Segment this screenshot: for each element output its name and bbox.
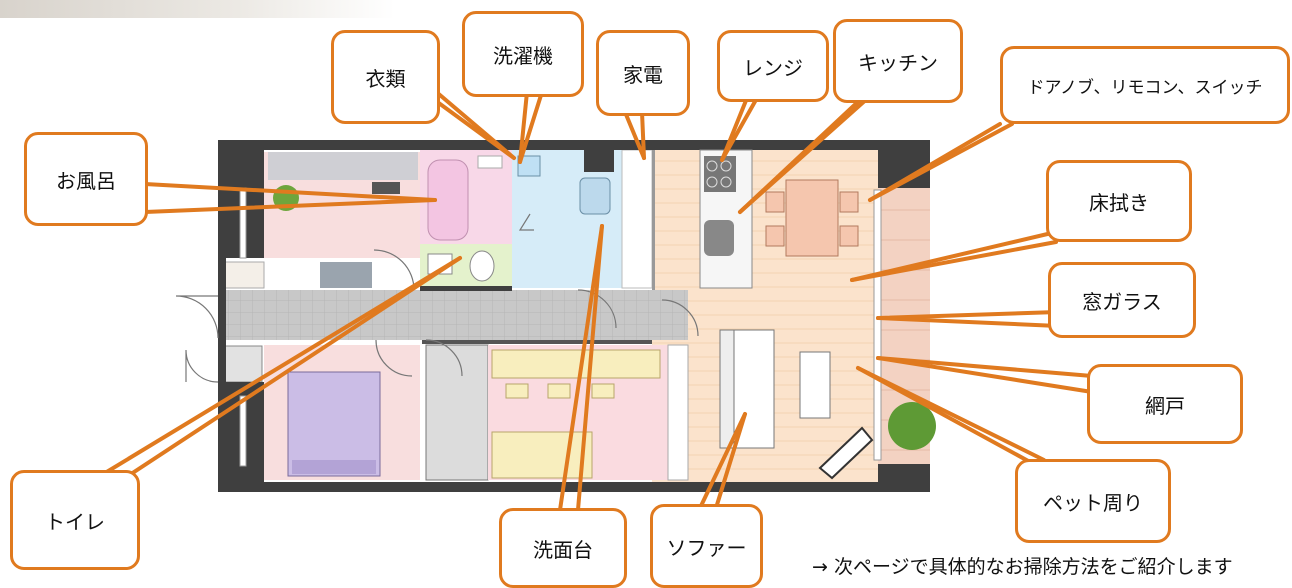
footer-note: → 次ページで具体的なお掃除方法をご紹介します bbox=[812, 556, 1233, 578]
callout-pet-area: ペット周り bbox=[1015, 459, 1171, 543]
washbasin bbox=[579, 177, 611, 215]
bath-faucet bbox=[477, 155, 503, 169]
callout-floor-wipe: 床拭き bbox=[1046, 160, 1192, 242]
wardrobe-top bbox=[268, 152, 418, 180]
callout-window-glass: 窓ガラス bbox=[1048, 262, 1196, 338]
callout-washing-machine: 洗濯機 bbox=[462, 11, 584, 97]
balcony-plant bbox=[888, 402, 936, 450]
callout-toilet: トイレ bbox=[10, 470, 140, 570]
bed bbox=[287, 371, 381, 477]
floor-plan-svg bbox=[98, 80, 1094, 512]
toilet-bowl bbox=[469, 250, 495, 282]
callout-sofa: ソファー bbox=[650, 504, 763, 588]
desk-row bbox=[491, 349, 661, 379]
stove bbox=[704, 156, 736, 192]
window-left-bottom bbox=[239, 395, 247, 467]
entrance-box bbox=[221, 345, 263, 383]
callout-screen-door: 網戸 bbox=[1087, 364, 1243, 444]
closet bbox=[425, 344, 489, 481]
tv-stand bbox=[818, 426, 874, 480]
coffee-table bbox=[799, 351, 831, 419]
window-left-top bbox=[239, 187, 247, 259]
dining-table bbox=[785, 179, 839, 257]
door-swings bbox=[175, 213, 699, 383]
callout-washstand: 洗面台 bbox=[499, 508, 627, 588]
washing-machine-fixture bbox=[517, 155, 541, 177]
side-storage bbox=[667, 344, 689, 481]
desk-top bbox=[372, 182, 400, 194]
storage bbox=[621, 149, 653, 289]
kitchen-wall bbox=[652, 150, 655, 290]
cabinet-corridor bbox=[320, 262, 372, 288]
callout-clothes: 衣類 bbox=[331, 30, 440, 124]
sliding-window bbox=[873, 189, 882, 461]
entrance-shelf bbox=[221, 261, 265, 289]
leader-lines bbox=[98, 80, 1094, 512]
kitchen-sink bbox=[704, 220, 734, 256]
interior-wall bbox=[422, 340, 652, 344]
callout-range: レンジ bbox=[717, 30, 829, 102]
callout-switches: ドアノブ、リモコン、スイッチ bbox=[1000, 46, 1290, 124]
kids-bed bbox=[491, 431, 593, 479]
corridor bbox=[218, 290, 688, 340]
callout-kitchen: キッチン bbox=[833, 19, 963, 103]
photo-corner bbox=[0, 0, 395, 18]
callout-bath: お風呂 bbox=[24, 132, 148, 226]
callout-appliances: 家電 bbox=[596, 30, 690, 116]
